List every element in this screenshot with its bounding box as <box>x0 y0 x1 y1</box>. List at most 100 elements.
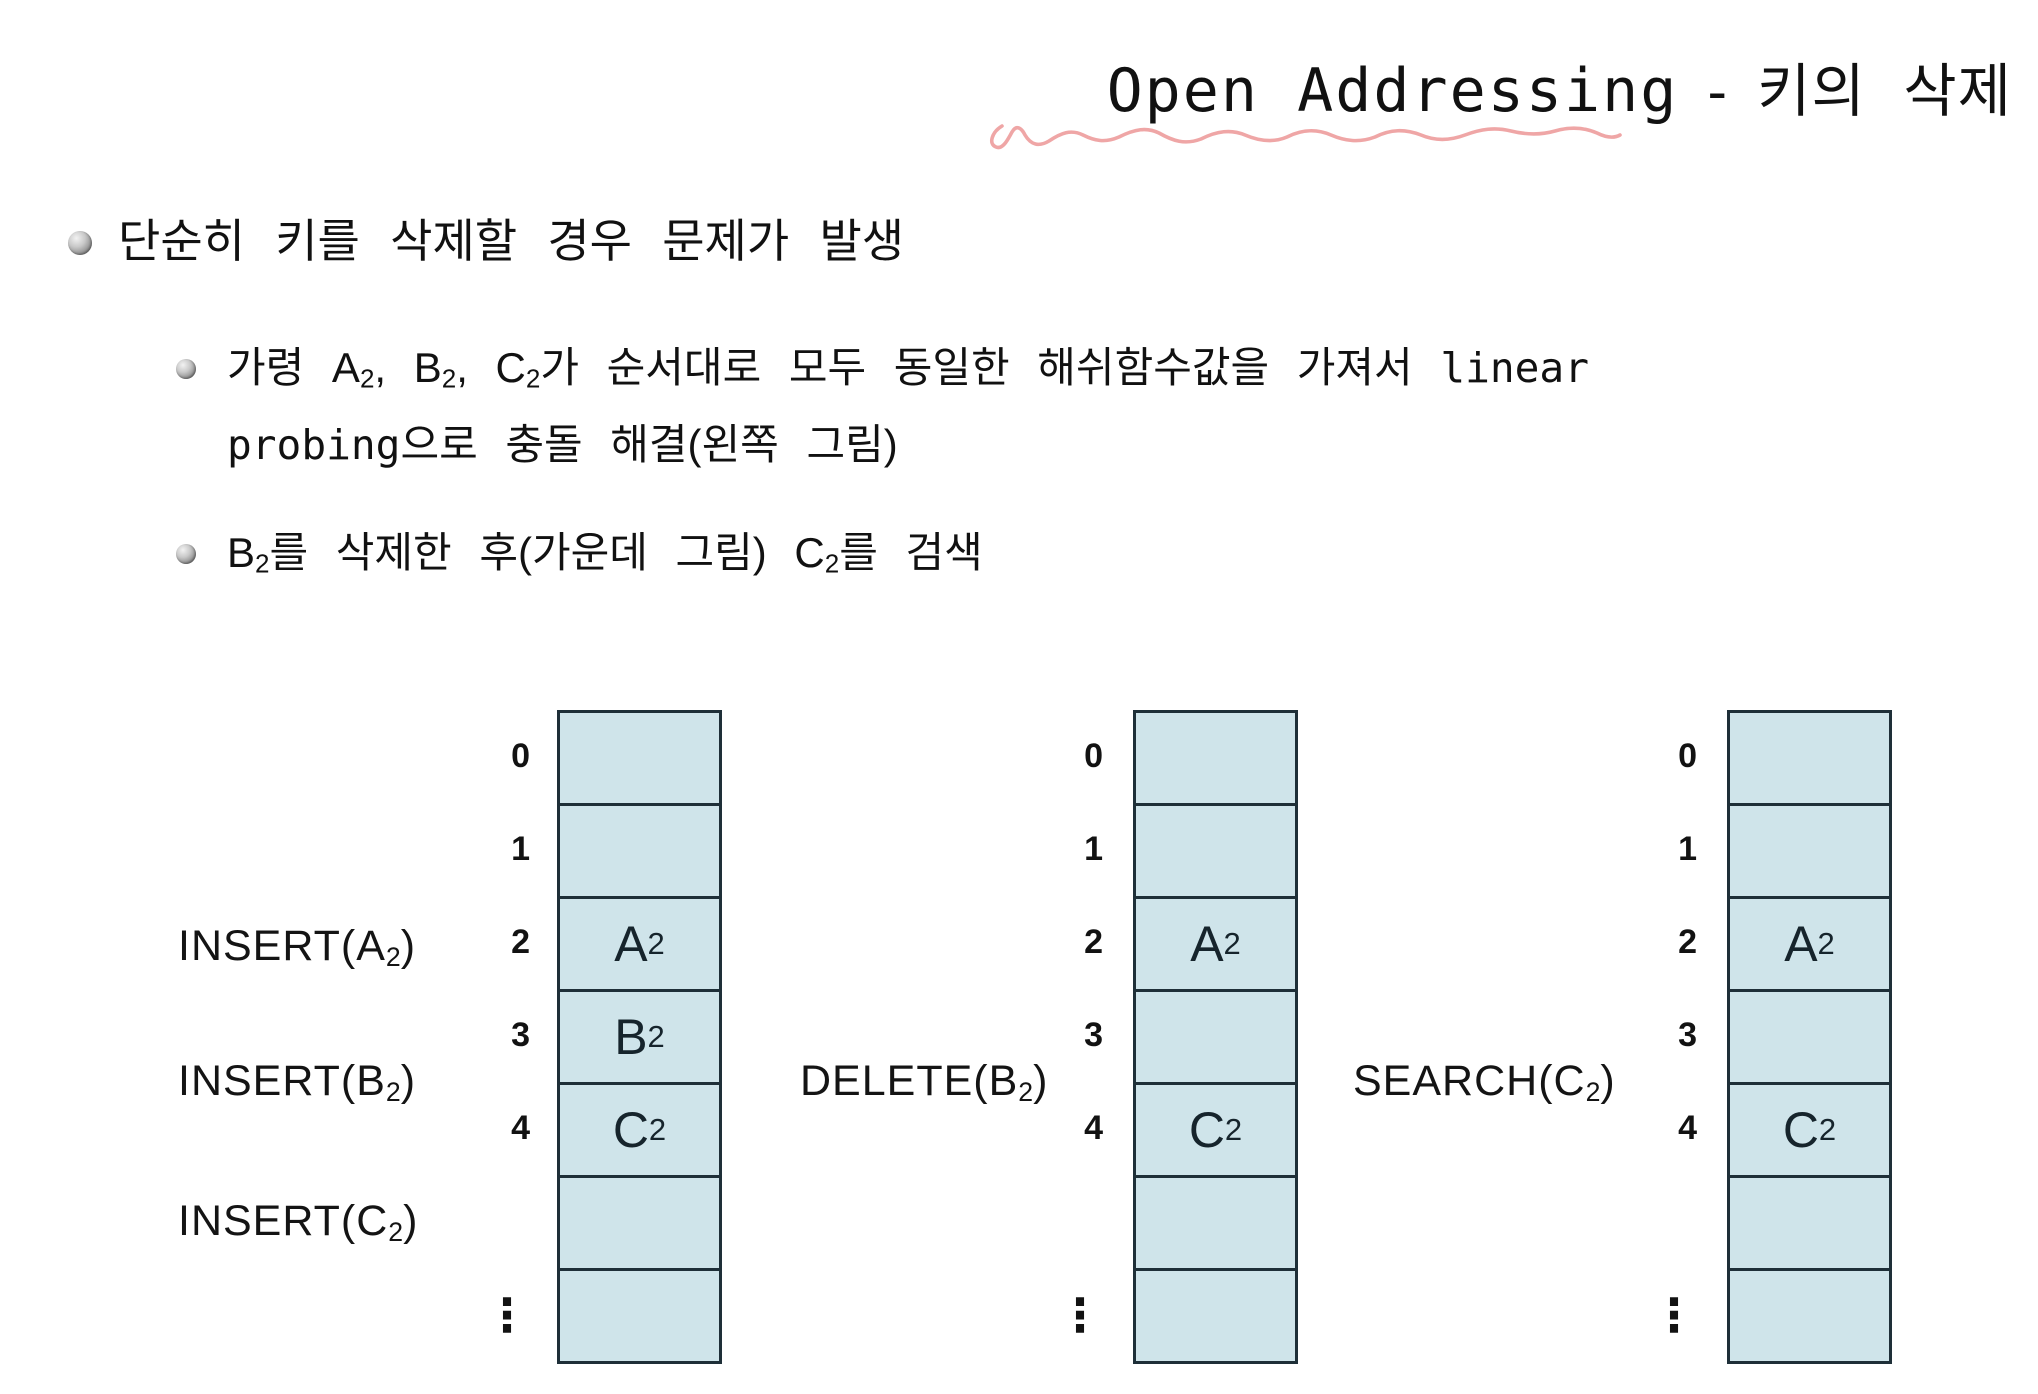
bullet-3-mid: 를 삭제한 후(가운데 그림) <box>269 529 795 576</box>
table-cell-6 <box>560 1271 719 1361</box>
key-c: C <box>794 529 825 576</box>
table-cell-5 <box>1136 1178 1295 1271</box>
cell-value: B <box>614 1009 648 1065</box>
cell-value: A <box>1190 916 1224 972</box>
op-close: ) <box>400 922 417 970</box>
op-subscript: 2 <box>1018 1076 1034 1107</box>
op-text: INSERT(B <box>178 1057 386 1105</box>
index-label: 3 <box>1084 1016 1103 1054</box>
bullet-3-end: 를 검색 <box>839 529 983 576</box>
key-b: B <box>227 529 256 576</box>
vertical-ellipsis: ⋮ <box>484 1288 530 1341</box>
vertical-ellipsis: ⋮ <box>1057 1288 1103 1341</box>
op-close: ) <box>400 1057 417 1105</box>
bullet-sphere-icon <box>68 231 92 255</box>
table-cell-0 <box>560 713 719 806</box>
bullet-2-pre: 가령 <box>227 344 332 391</box>
separator: , <box>374 344 414 391</box>
key-a-subscript: 2 <box>359 363 375 394</box>
key-c: C <box>495 344 526 391</box>
index-column-right: 0 1 2 3 4 ⋮ <box>1597 710 1697 1361</box>
op-close: ) <box>1033 1057 1049 1105</box>
index-label: 2 <box>1084 923 1103 961</box>
key-b-subscript: 2 <box>441 363 457 394</box>
title-english: Open Addressing <box>1106 56 1679 126</box>
cell-value: C <box>1188 1102 1225 1158</box>
table-cell-3 <box>1730 992 1889 1085</box>
op-insert-b: INSERT(B2) <box>178 1057 416 1108</box>
key-b-subscript: 2 <box>255 548 270 579</box>
cell-value: C <box>612 1102 649 1158</box>
key-c-subscript: 2 <box>824 548 840 579</box>
bullet-sphere-icon <box>176 359 196 379</box>
table-cell-6 <box>1730 1271 1889 1361</box>
index-label: 4 <box>1084 1109 1103 1147</box>
separator: , <box>456 344 496 391</box>
index-column-left: 0 1 2 3 4 ⋮ <box>430 710 530 1361</box>
op-insert-a: INSERT(A2) <box>178 922 416 973</box>
index-label: 3 <box>1678 1016 1697 1054</box>
op-search-c: SEARCH(C2) <box>1353 1057 1616 1108</box>
op-insert-c: INSERT(C2) <box>178 1197 418 1248</box>
bullet-3-text: B2를 삭제한 후(가운데 그림) C2를 검색 <box>227 528 983 580</box>
index-label: 0 <box>511 737 530 775</box>
index-label: 4 <box>1678 1109 1697 1147</box>
table-cell-5 <box>560 1178 719 1271</box>
op-subscript: 2 <box>1585 1076 1601 1107</box>
index-label: 4 <box>511 1109 530 1147</box>
page-title: Open Addressing-키의 삭제 <box>1107 44 2012 128</box>
cell-value-subscript: 2 <box>1223 926 1241 961</box>
table-cell-1 <box>1136 806 1295 899</box>
index-label: 1 <box>1084 830 1103 868</box>
op-subscript: 2 <box>385 941 401 972</box>
index-label: 1 <box>1678 830 1697 868</box>
op-text: DELETE(B <box>800 1057 1019 1105</box>
op-text: INSERT(C <box>178 1197 389 1245</box>
cell-value-subscript: 2 <box>1818 1112 1837 1147</box>
vertical-ellipsis: ⋮ <box>1651 1288 1697 1341</box>
index-label: 0 <box>1678 737 1697 775</box>
op-subscript: 2 <box>385 1076 401 1107</box>
cell-value-subscript: 2 <box>1224 1112 1243 1147</box>
index-label: 2 <box>511 923 530 961</box>
cell-value-subscript: 2 <box>648 1112 667 1147</box>
op-delete-b: DELETE(B2) <box>800 1057 1048 1108</box>
title-korean: 키의 삭제 <box>1757 59 2012 124</box>
op-text: INSERT(A <box>178 922 386 970</box>
bullet-1-text: 단순히 키를 삭제할 경우 문제가 발생 <box>118 215 905 267</box>
bullet-sphere-icon <box>176 544 196 564</box>
table-cell-0 <box>1136 713 1295 806</box>
index-label <box>1597 1175 1697 1268</box>
index-column-middle: 0 1 2 3 4 ⋮ <box>1003 710 1103 1361</box>
table-cell-6 <box>1136 1271 1295 1361</box>
bullet-2-line-2: probing으로 충돌 해결(왼쪽 그림) <box>227 420 898 470</box>
cell-value-subscript: 2 <box>647 1019 665 1054</box>
op-close: ) <box>403 1197 419 1245</box>
code-word-probing: probing <box>227 421 401 469</box>
table-cell-1 <box>560 806 719 899</box>
cell-value-subscript: 2 <box>647 926 665 961</box>
index-label: 2 <box>1678 923 1697 961</box>
index-label <box>1003 1175 1103 1268</box>
bullet-2-mid: 가 순서대로 모두 동일한 해쉬함수값을 가져서 <box>540 344 1441 391</box>
key-a: A <box>331 344 360 391</box>
cell-value-subscript: 2 <box>1817 926 1835 961</box>
cell-value: A <box>1784 916 1818 972</box>
cell-value: A <box>614 916 648 972</box>
op-close: ) <box>1600 1057 1616 1105</box>
bullet-2-line-1: 가령 A2, B2, C2가 순서대로 모두 동일한 해쉬함수값을 가져서 li… <box>227 343 1589 395</box>
index-label: 0 <box>1084 737 1103 775</box>
title-separator: - <box>1700 60 1736 125</box>
index-label <box>430 1175 530 1268</box>
index-label: 3 <box>511 1016 530 1054</box>
